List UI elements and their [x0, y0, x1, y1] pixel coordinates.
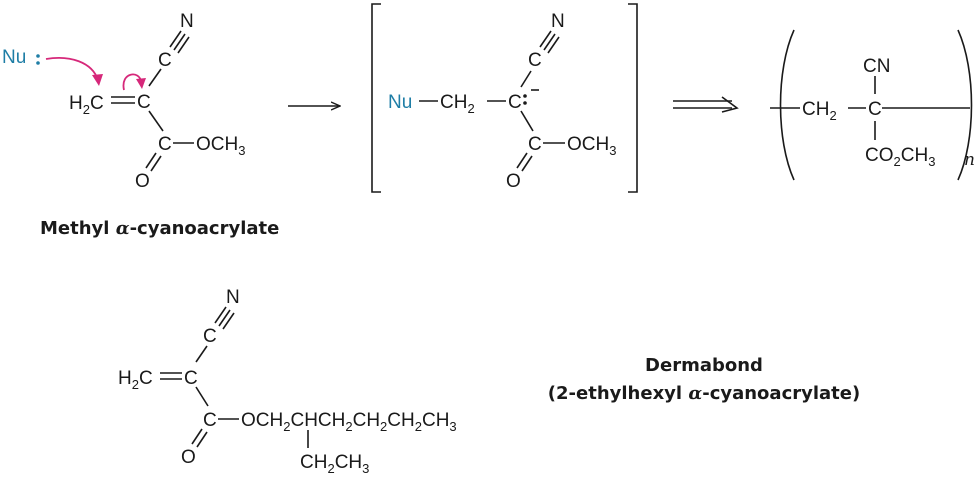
right-parenthesis	[957, 29, 973, 181]
h2c-label: H2C	[69, 93, 104, 117]
lone-pair-dot	[36, 61, 40, 65]
arrow-head	[721, 96, 739, 113]
triple-bond	[173, 33, 186, 51]
ch2-label: CH2	[440, 92, 475, 116]
carbonyl-double-bond	[145, 152, 157, 169]
bond	[195, 345, 208, 363]
nucleophile-label: Nu	[388, 92, 412, 113]
lone-pair-dot	[523, 101, 527, 105]
carbanion-intermediate: Nu CH2 C C N C O OCH3	[371, 3, 638, 193]
repeated-steps-arrow	[673, 96, 739, 113]
triple-bond	[539, 30, 552, 48]
ester-carbon-label: C	[528, 134, 542, 155]
polymer-structure: CH2 C CN CO2CH3 n	[770, 29, 975, 181]
bond	[195, 386, 209, 407]
carbonyl-double-bond	[196, 431, 208, 448]
triple-bond	[214, 306, 227, 324]
dermabond-structure: H2C C C N C O OCH2CHCH2CH2CH2CH3 CH2CH3	[118, 287, 457, 476]
nitrogen-label: N	[180, 11, 194, 32]
left-parenthesis	[779, 29, 795, 181]
lone-pair-dot	[523, 94, 527, 98]
dermabond-title: Dermabond	[645, 355, 763, 376]
carbonyl-oxygen-label: O	[181, 447, 196, 468]
bond	[520, 70, 532, 88]
carbanion-carbon-label: C	[508, 92, 522, 113]
nitrile-carbon-label: C	[203, 326, 217, 347]
nitrogen-label: N	[226, 287, 240, 308]
nucleophile-label: Nu	[2, 47, 26, 68]
ester-carbon-label: C	[158, 134, 172, 155]
triple-bond	[177, 36, 190, 54]
nitrile-carbon-label: C	[158, 50, 172, 71]
triple-bond	[543, 33, 556, 51]
carbonyl-double-bond	[150, 155, 162, 172]
bond	[148, 68, 162, 87]
bond	[148, 110, 164, 132]
curly-arrow-head	[136, 78, 146, 89]
repeat-unit-subscript: n	[964, 150, 975, 170]
carbonyl-double-bond	[516, 152, 528, 169]
carbonyl-oxygen-label: O	[135, 171, 150, 192]
dermabond-subtitle: (2-ethylhexyl α-cyanoacrylate)	[548, 383, 860, 404]
ester-chain-label: OCH2CHCH2CH2CH2CH3	[241, 410, 457, 434]
methoxy-label: OCH3	[567, 134, 616, 158]
methoxy-label: OCH3	[196, 134, 245, 158]
right-bracket	[628, 3, 638, 193]
carbonyl-double-bond	[191, 428, 203, 445]
methyl-cyanoacrylate-structure: Nu H2C C C N C O OCH3	[2, 11, 245, 192]
triple-bond	[547, 36, 560, 54]
triple-bond	[169, 30, 182, 48]
ester-carbon-label: C	[203, 410, 217, 431]
nitrile-carbon-label: C	[528, 50, 542, 71]
ester-group-label: CO2CH3	[865, 145, 935, 169]
triple-bond	[222, 312, 235, 330]
alpha-carbon-label: C	[184, 368, 198, 389]
bond	[520, 110, 534, 132]
triple-bond	[218, 309, 231, 327]
curly-arrow-head	[92, 74, 103, 86]
lone-pair-dot	[36, 54, 40, 58]
ch2-label: CH2	[802, 99, 837, 123]
cyano-label: CN	[863, 56, 890, 77]
curly-arrow-nucleophile-attack	[45, 57, 99, 81]
carbonyl-oxygen-label: O	[506, 171, 521, 192]
h2c-label: H2C	[118, 368, 153, 392]
nitrogen-label: N	[551, 11, 565, 32]
methyl-cyanoacrylate-caption: Methyl α-cyanoacrylate	[40, 218, 279, 239]
carbonyl-double-bond	[521, 155, 533, 172]
ethyl-branch-label: CH2CH3	[300, 452, 369, 476]
alpha-carbon-label: C	[137, 92, 151, 113]
left-bracket	[371, 3, 381, 193]
quaternary-carbon-label: C	[868, 99, 882, 120]
